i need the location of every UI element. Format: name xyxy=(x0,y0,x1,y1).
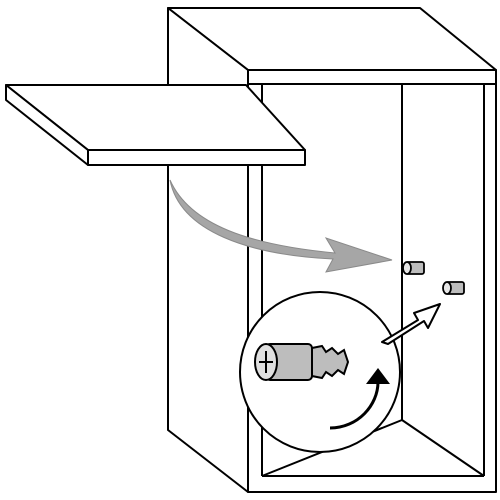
shelf-front-edge xyxy=(87,149,306,166)
shelf-pin-detail xyxy=(254,343,350,381)
shelf-pin-icon xyxy=(442,281,465,295)
magnifier-callout-icon xyxy=(239,291,401,453)
rotate-arrow-head xyxy=(366,368,390,384)
pointer-arrow-icon xyxy=(381,303,441,345)
insert-arrow-icon xyxy=(169,179,393,273)
shelf-icon xyxy=(5,84,306,166)
shelf-pin-head xyxy=(402,261,412,275)
cabinet-floor-back xyxy=(401,419,485,477)
shelf-side-edge xyxy=(5,84,89,166)
shelf-pin-head xyxy=(442,281,452,295)
rotate-arrow-icon xyxy=(329,381,380,430)
cabinet-left-side xyxy=(167,7,249,493)
shelf-pin-icon xyxy=(402,261,425,275)
pin-thread xyxy=(311,344,350,380)
